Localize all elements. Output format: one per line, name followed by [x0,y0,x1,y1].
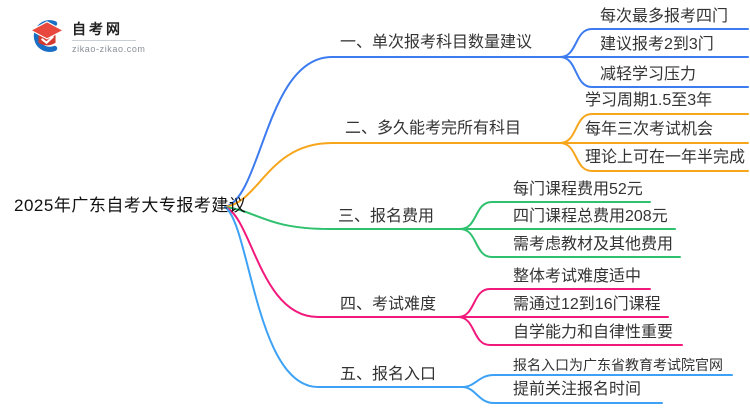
leaf-node: 每年三次考试机会 [585,121,714,138]
logo-divider [72,40,136,41]
branch-5-leaf-line [461,386,663,404]
cap-top-shape [29,21,65,40]
branch-1-lines [224,28,749,208]
leaf-node: 提前关注报名时间 [513,381,642,398]
cap-check-shape [41,35,54,45]
leaf-node: 报名入口为广东省教育考试院官网 [513,357,723,373]
branch-label-4: 四、考试难度 [340,296,437,313]
branch-label-1: 一、单次报考科目数量建议 [340,34,533,51]
branch-1-leaf-line [559,56,749,88]
branch-4-main-line [224,206,459,318]
leaf-node: 建议报考2到3门 [600,36,714,53]
logo-text-block: 自考网 zikao-zikao.com [72,18,146,54]
branch-3-main-line [224,206,461,230]
branch-1-main-line [224,56,561,208]
leaf-node: 整体考试难度适中 [513,268,642,285]
site-logo: 自考网 zikao-zikao.com [26,18,146,56]
site-name: 自考网 [72,21,123,37]
branch-2-main-line [224,142,561,208]
central-topic: 2025年广东自考大专报考建议 [14,196,247,215]
leaf-node: 理论上可在一年半完成 [585,149,746,166]
leaf-node: 自学能力和自律性重要 [513,324,674,341]
branch-label-5: 五、报名入口 [340,366,437,383]
leaf-node: 四门课程总费用208元 [513,208,668,225]
branch-3-leaf-line [459,228,681,258]
branch-4-lines [224,206,683,346]
leaf-node: 需考虑教材及其他费用 [513,236,674,253]
branch-label-2: 二、多久能考完所有科目 [345,120,522,137]
leaf-node: 学习周期1.5至3年 [585,92,713,109]
leaf-node: 减轻学习压力 [600,66,697,83]
branch-2-leaf-line [559,142,749,172]
branch-label-3: 三、报名费用 [338,208,435,225]
site-url: zikao-zikao.com [72,44,146,54]
branch-5-lines [224,206,733,404]
branch-2-lines [224,113,749,208]
branch-5-main-line [224,206,463,388]
graduation-cap-icon [29,20,65,52]
branch-4-leaf-line [457,316,683,346]
leaf-node: 每门课程费用52元 [513,181,643,198]
leaf-node: 需通过12到16门课程 [513,296,661,313]
leaf-node: 每次最多报考四门 [600,8,729,25]
branch-3-lines [224,201,681,258]
